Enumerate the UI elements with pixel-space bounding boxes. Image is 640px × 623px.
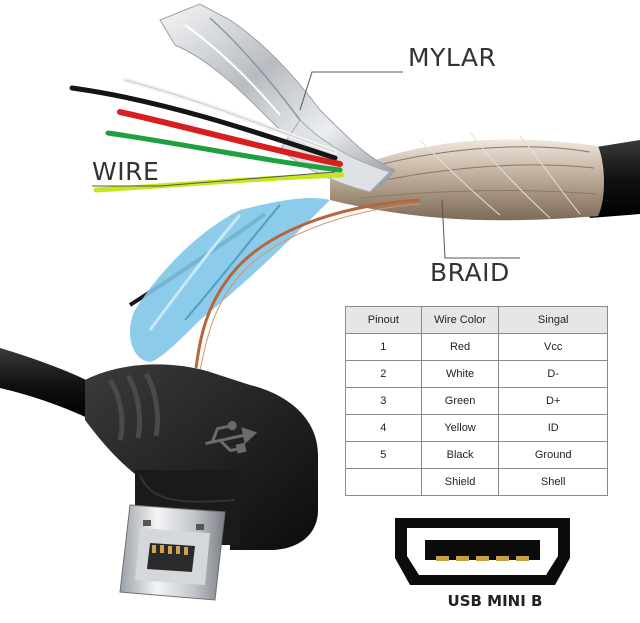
- cell-wire-color: Black: [420, 441, 500, 469]
- blue-film: [130, 198, 330, 362]
- cell-pinout: 5: [345, 441, 422, 469]
- braid-shield: [330, 131, 604, 221]
- usb-mini-b-plug: [85, 364, 318, 601]
- cell-wire-color: White: [420, 360, 500, 388]
- cell-signal: D+: [498, 387, 608, 415]
- table-row: 5 Black Ground: [345, 441, 608, 469]
- cell-wire-color: Shield: [420, 468, 500, 496]
- table-row: Shield Shell: [345, 468, 608, 496]
- cell-wire-color: Green: [420, 387, 500, 415]
- braid-label: BRAID: [430, 258, 510, 287]
- wire-callout-line: [92, 171, 336, 187]
- cell-pinout: 1: [345, 333, 422, 361]
- cell-signal: Shell: [498, 468, 608, 496]
- wire-label: WIRE: [92, 157, 160, 186]
- cell-signal: Vcc: [498, 333, 608, 361]
- cell-signal: D-: [498, 360, 608, 388]
- table-header-row: Pinout Wire Color Singal: [345, 306, 608, 334]
- table-row: 4 Yellow ID: [345, 414, 608, 442]
- cell-signal: Ground: [498, 441, 608, 469]
- plug-cable: [0, 348, 105, 420]
- header-wire-color: Wire Color: [420, 306, 500, 334]
- cell-pinout: 3: [345, 387, 422, 415]
- cell-pinout: [345, 468, 422, 496]
- mylar-callout-line: [299, 71, 403, 111]
- callout-lines: [92, 71, 520, 259]
- usb-mini-b-port-icon: [395, 518, 570, 585]
- header-signal: Singal: [498, 306, 608, 334]
- table-row: 3 Green D+: [345, 387, 608, 415]
- usb-mini-b-caption: USB MINI B: [447, 592, 543, 610]
- pinout-table: Pinout Wire Color Singal 1 Red Vcc 2 Whi…: [345, 306, 608, 496]
- cell-signal: ID: [498, 414, 608, 442]
- usb-trident-icon: [205, 421, 258, 454]
- table-row: 2 White D-: [345, 360, 608, 388]
- mylar-label: MYLAR: [408, 43, 497, 72]
- cell-wire-color: Yellow: [420, 414, 500, 442]
- table-row: 1 Red Vcc: [345, 333, 608, 361]
- cell-pinout: 2: [345, 360, 422, 388]
- header-pinout: Pinout: [345, 306, 422, 334]
- mylar-foil: [159, 3, 396, 193]
- cell-pinout: 4: [345, 414, 422, 442]
- cell-wire-color: Red: [420, 333, 500, 361]
- braid-callout-line: [441, 199, 520, 259]
- drain-wire: [194, 198, 421, 371]
